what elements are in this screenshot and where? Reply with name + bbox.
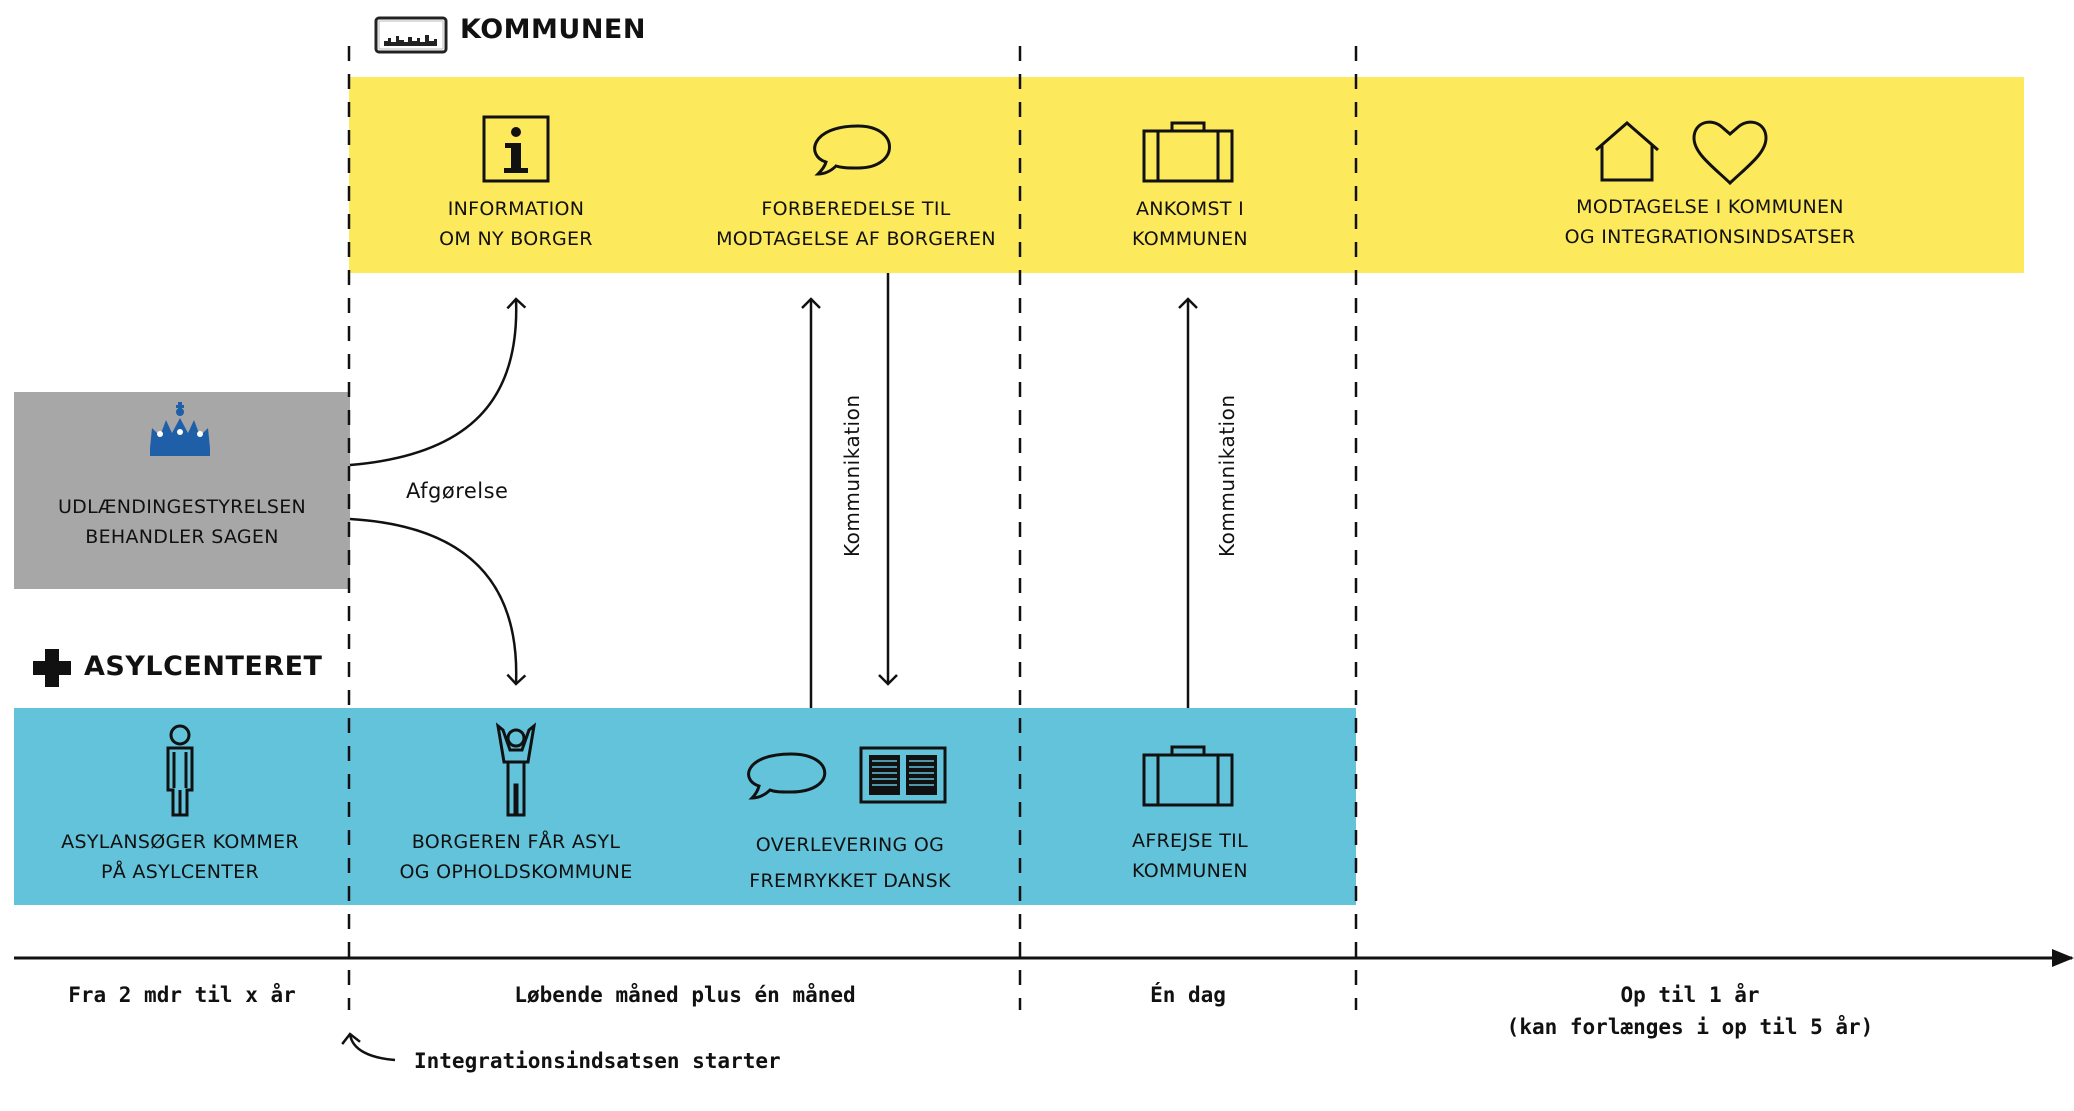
timeline-label-1: Fra 2 mdr til x år [68, 983, 296, 1007]
integration-start-arrow [341, 1032, 396, 1062]
timeline-label-2: Løbende måned plus én måned [514, 983, 856, 1007]
speech-bubble-icon-asyl [747, 752, 827, 800]
afgorelse-arrow-down [349, 517, 527, 686]
kommune-skyline-icon [374, 16, 448, 54]
kommunikation-label-1: Kommunikation [840, 394, 864, 557]
speech-bubble-icon [813, 124, 891, 176]
timeline-label-4: Op til 1 år(kan forlænges i op til 5 år) [1506, 983, 1874, 1039]
red-cross-icon [33, 649, 71, 687]
suitcase-icon-asyl [1142, 745, 1234, 807]
crown-icon [150, 402, 210, 456]
asylcenter-band [14, 708, 1356, 905]
kommunen-title: KOMMUNEN [460, 14, 646, 45]
afgorelse-label: Afgørelse [406, 479, 509, 503]
book-icon [859, 746, 947, 804]
suitcase-icon-kommune [1142, 121, 1234, 183]
afgorelse-arrow-up [349, 297, 527, 467]
integration-start-label: Integrationsindsatsen starter [414, 1049, 781, 1073]
house-heart-icon [1595, 120, 1768, 186]
asylcenteret-title: ASYLCENTERET [84, 651, 323, 682]
person-icon [166, 724, 194, 817]
timeline-label-3: Én dag [1150, 983, 1226, 1007]
person-raised-arms-icon [495, 722, 537, 817]
info-icon [482, 115, 550, 183]
kommunikation-label-2: Kommunikation [1215, 394, 1239, 557]
